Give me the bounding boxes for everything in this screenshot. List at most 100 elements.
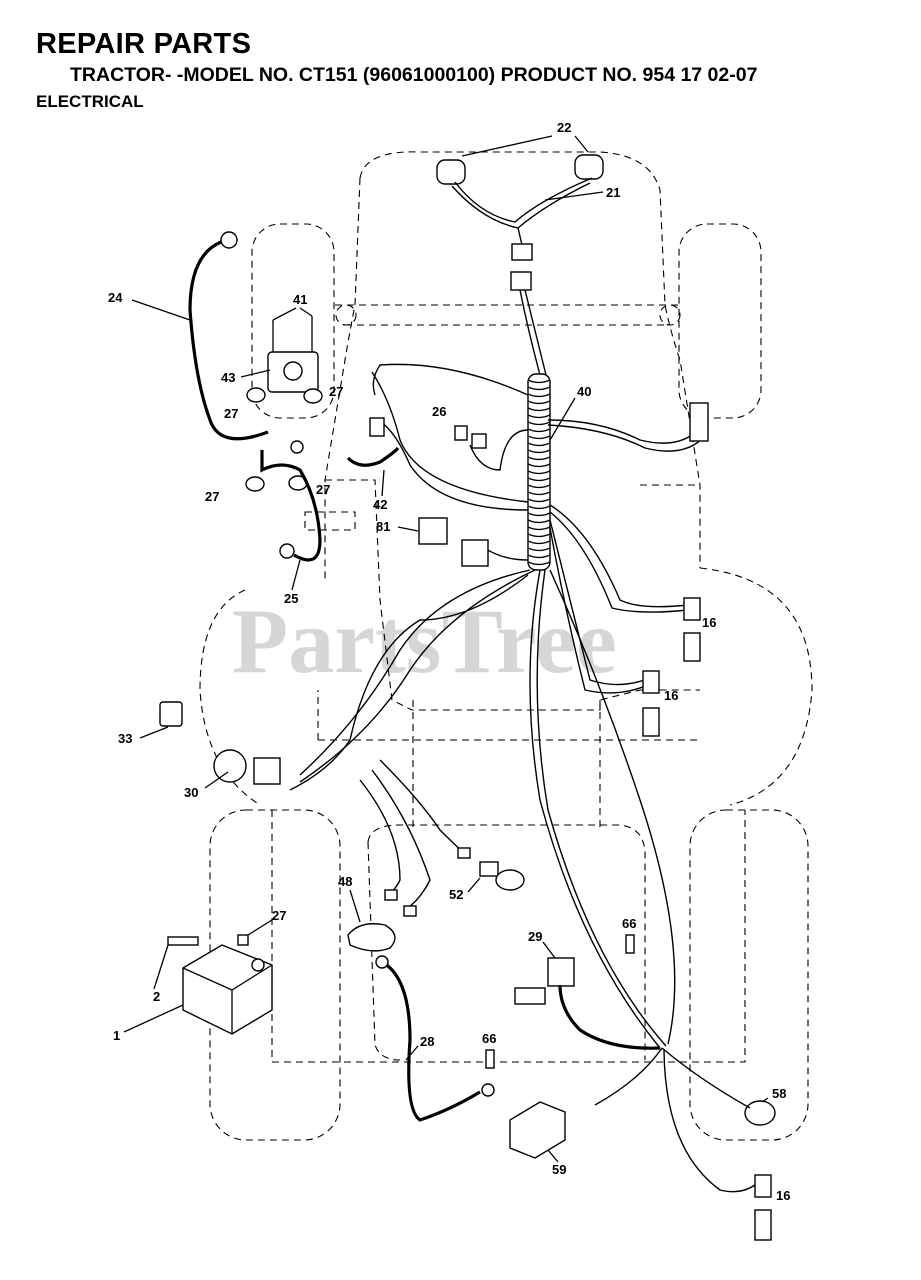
frame-crossbar [335,304,680,326]
connector-16a-plug [683,597,701,621]
callout-22: 22 [557,120,571,135]
solenoid-eyelet [290,440,304,454]
harness-branch-48-b [359,779,401,894]
callout-81: 81 [376,519,390,534]
callout-33: 33 [118,731,132,746]
callout-16c: 16 [776,1188,790,1203]
connector-16b-plug [642,670,660,694]
headlight-right [574,154,604,180]
callout-29: 29 [528,929,542,944]
coil-cord [558,984,661,1050]
rear-lead-16 [663,1049,756,1193]
ignition-parts [159,701,281,785]
cable-28-eyelet [375,955,389,969]
callout-58: 58 [772,1086,786,1101]
model-subtitle: TRACTOR- -MODEL NO. CT151 (96061000100) … [70,64,758,86]
harness-branch-mid [371,371,529,503]
leader-29 [542,941,556,959]
nut-27e [237,934,249,946]
harness-branch-right-b [547,424,706,452]
battery-assembly [167,934,495,1122]
callout-28: 28 [420,1034,434,1049]
callout-41: 41 [293,292,307,307]
headlight-wire-b [451,182,591,229]
leader-1 [123,1004,184,1033]
battery-terminal [251,958,265,972]
front-wheel-right [678,223,762,419]
page-title: REPAIR PARTS [36,28,252,60]
relay-socket [461,539,489,567]
cable-25-eyelet [279,543,295,559]
terminal-48b [403,905,417,917]
component-58 [744,1100,776,1126]
leader-42 [381,469,385,497]
front-wheel-left [251,223,335,419]
watermark: PartsTree [232,590,617,692]
cable-28-eyelet-b [481,1083,495,1097]
leader-81 [397,526,419,532]
leader-59 [547,1149,559,1163]
connector-16c-plug [754,1174,772,1198]
terminal-48a [384,889,398,901]
nut-27b [303,388,323,404]
connector-16b-socket [642,707,660,737]
leader-28 [405,1045,419,1061]
harness-branch-rear-c [549,569,676,1045]
callout-66a: 66 [622,916,636,931]
leader-27e [247,919,273,936]
rear-wheel-right [689,809,809,1141]
callout-21: 21 [606,185,620,200]
callout-43: 43 [221,370,235,385]
harness-branch-rear [529,569,661,1049]
connector-26a [454,425,468,441]
callout-1: 1 [113,1028,120,1043]
connector-16c-socket [754,1209,772,1241]
leader-33 [139,726,169,739]
harness-branch-right [547,419,701,444]
cable-25 [260,450,322,562]
harness-loom-40 [527,373,551,571]
harness-branch-upper [372,363,529,396]
battery-edges [182,964,273,1034]
harness-branch-16b [549,519,651,686]
module-59 [509,1101,566,1159]
callout-24: 24 [108,290,123,305]
leader-43 [240,369,271,378]
connector-26b [471,433,487,449]
hood-outline-left [324,177,361,580]
callout-48: 48 [338,874,352,889]
fuse-holder [369,417,385,437]
boot-42 [346,446,400,467]
callout-30: 30 [184,785,198,800]
cable-24 [188,240,269,441]
leader-25 [291,559,301,591]
switch-52 [479,861,499,877]
solenoid-29 [547,957,575,987]
leader-lines [123,135,769,1163]
solenoid-assembly [188,231,323,562]
callout-27e: 27 [272,908,286,923]
harness-branch-26 [469,429,529,471]
harness-branch-rear-b [536,569,667,1047]
seat-frame [271,810,746,1063]
callouts: 22 21 24 41 43 27 27 27 27 27 26 40 42 8… [108,120,790,1203]
harness-branch-16a-b [549,511,689,613]
relay-81 [418,517,448,545]
rear-lead-59 [594,1047,663,1106]
terminal-52 [457,847,471,859]
deck-rear-outline [367,824,646,1060]
connector-16a-socket [683,632,701,662]
cable-28 [383,961,481,1122]
deck-sides [412,700,601,830]
leader-24 [131,299,191,321]
headlight-lead [517,227,523,246]
harness-branch-ignition [299,569,531,776]
leader-52 [467,877,481,893]
ignition-switch-30 [213,749,247,783]
battery-1 [182,944,273,1035]
callout-25: 25 [284,591,298,606]
deck-rear-left [367,841,401,1061]
rear-fender-right [699,567,813,806]
section-title: ELECTRICAL [36,92,144,111]
nut-27c [245,476,265,492]
